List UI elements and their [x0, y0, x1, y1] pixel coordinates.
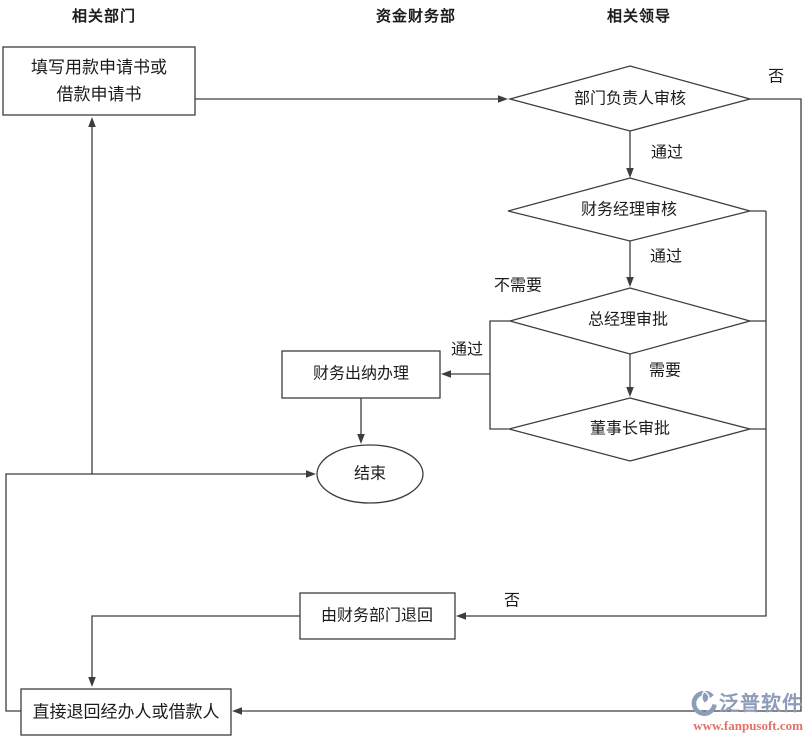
fill-application-line1: 填写用款申请书或: [31, 58, 167, 77]
watermark: 泛普软件 www.fanpusoft.com: [663, 691, 803, 732]
edge-label-required: 需要: [648, 362, 682, 380]
arrowhead-into-cashier: [441, 370, 451, 378]
arrowhead-into-application: [88, 117, 96, 127]
edge-return-box-to-left-rail: [5, 473, 306, 712]
cashier-processing-label: 财务出纳办理: [312, 365, 410, 383]
edge-finance-return-to-return-box: [91, 615, 300, 677]
arrowhead-into-finance-manager: [626, 168, 634, 178]
arrowhead-into-gm: [626, 277, 634, 287]
process-cashier-processing: [281, 350, 441, 399]
lane-header-related-leaders: 相关领导: [606, 8, 672, 25]
returned-by-finance-label: 由财务部门退回: [320, 607, 434, 625]
arrowhead-into-return-box-top: [88, 677, 96, 687]
decision-finance-manager-review: [507, 177, 753, 242]
edge-label-not-required: 不需要: [493, 277, 543, 295]
arrowhead-into-finance-return: [456, 612, 466, 620]
chairman-approval-label: 董事长审批: [589, 420, 671, 438]
arrowhead-into-return-box-right: [232, 707, 242, 715]
terminator-end: [316, 444, 424, 504]
arrowhead-into-end-top: [357, 434, 365, 444]
arrowhead-into-chairman: [626, 387, 634, 397]
watermark-url-text: www.fanpusoft.com: [693, 718, 803, 733]
general-manager-approval-label: 总经理审批: [587, 311, 669, 329]
process-fill-application: [2, 46, 196, 116]
edge-label-no-dept-head: 否: [767, 68, 785, 86]
watermark-brand-text: 泛普软件: [719, 693, 803, 715]
edge-label-pass-dept-head: 通过: [650, 144, 684, 162]
process-returned-by-finance: [299, 592, 456, 640]
decision-dept-head-review: [507, 65, 753, 132]
lane-header-finance-department: 资金财务部: [375, 8, 457, 25]
decision-chairman-approval: [506, 397, 753, 462]
process-return-to-applicant: [20, 688, 232, 736]
arrowhead-into-dept-head: [498, 95, 508, 103]
edge-label-pass-finance-manager: 通过: [649, 248, 683, 266]
fanpu-logo-icon: [691, 691, 717, 716]
fill-application-label: 填写用款申请书或 借款申请书: [31, 54, 167, 108]
arrowhead-into-end-left: [306, 470, 316, 478]
edge-right-rejects-to-finance-return: [466, 210, 767, 617]
edge-label-no-returned: 否: [503, 592, 521, 610]
end-label: 结束: [353, 465, 387, 483]
return-to-applicant-label: 直接退回经办人或借款人: [32, 702, 220, 722]
lane-header-related-department: 相关部门: [71, 8, 137, 25]
edge-label-pass-to-cashier: 通过: [450, 341, 484, 359]
finance-manager-review-label: 财务经理审核: [580, 201, 678, 219]
edge-left-bypass-gm-chairman: [489, 320, 510, 430]
decision-general-manager-approval: [507, 287, 753, 355]
dept-head-review-label: 部门负责人审核: [573, 90, 687, 108]
edge-dept-head-no-to-return-box: [242, 98, 802, 712]
fill-application-line2: 借款申请书: [56, 85, 142, 104]
